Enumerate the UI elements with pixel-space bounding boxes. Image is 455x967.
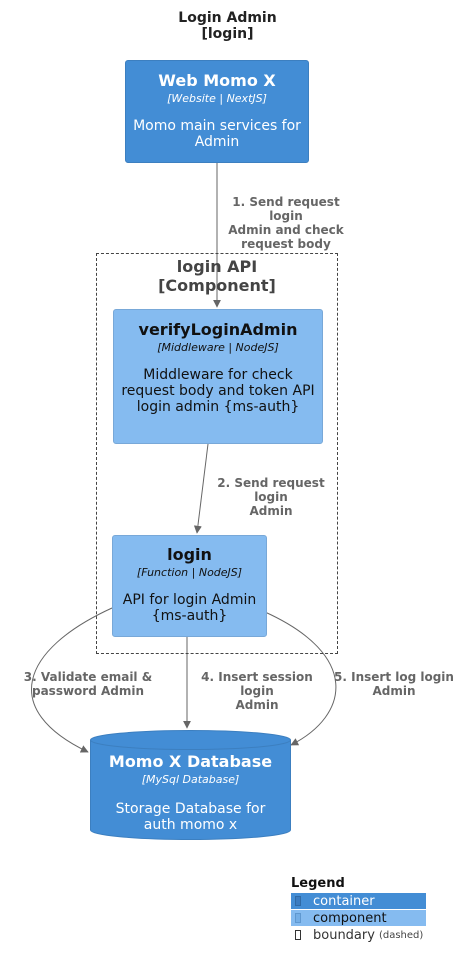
verify-login-admin-desc: Middleware for check request body and to… [121, 367, 315, 415]
boundary-label-line1: login API [176, 257, 258, 276]
momo-x-database-node[interactable] [90, 730, 291, 840]
legend-boundary-label: boundary [313, 927, 375, 943]
legend-container-swatch [295, 896, 301, 906]
login-tech: [Function | NodeJS] [136, 566, 243, 579]
database-desc: Storage Database for auth momo x [115, 801, 266, 833]
edge-1-label-line1: 1. Send request login [232, 195, 340, 223]
verify-login-admin-name: verifyLoginAdmin [138, 320, 298, 339]
login-name: login [167, 545, 212, 564]
edge-2-label: 2. Send request login Admin [201, 476, 341, 518]
edge-4-label: 4. Insert session login Admin [184, 670, 330, 712]
legend-container-label: container [313, 893, 375, 909]
web-momo-x-node[interactable]: Web Momo X [Website | NextJS] Momo main … [125, 60, 309, 163]
verify-login-admin-node[interactable]: verifyLoginAdmin [Middleware | NodeJS] M… [113, 309, 323, 444]
login-desc: API for login Admin {ms-auth} [122, 592, 257, 624]
edge-1-label-line3: request body [241, 237, 331, 251]
web-momo-x-name: Web Momo X [158, 71, 276, 90]
verify-login-admin-tech: [Middleware | NodeJS] [157, 341, 279, 354]
legend-component-label: component [313, 910, 387, 926]
edge-3-label-line1: 3. Validate email & [23, 670, 153, 684]
edge-3-line [31, 607, 113, 753]
web-momo-x-desc: Momo main services for Admin [133, 118, 301, 150]
legend-title: Legend [291, 876, 345, 891]
diagram-title-line1: Login Admin [178, 10, 277, 26]
legend-boundary-row: boundary (dashed) [291, 927, 426, 943]
edge-4-label-line1: 4. Insert session login [201, 670, 313, 698]
legend-component-row: component [291, 910, 426, 926]
boundary-label-line2: [Component] [158, 276, 276, 295]
web-momo-x-tech: [Website | NextJS] [167, 92, 267, 105]
edge-2-line [193, 443, 209, 534]
legend-component-swatch [295, 913, 301, 923]
edge-5-label: 5. Insert log login Admin [334, 670, 454, 698]
momo-x-database-text: Momo X Database [MySql Database] Storage… [90, 752, 291, 833]
legend-container-row: container [291, 893, 426, 909]
diagram-title-line2: [login] [201, 26, 254, 42]
edge-3-label-line2: password Admin [31, 684, 145, 698]
edge-2-label-line2: Admin [249, 504, 293, 518]
edge-1-label: 1. Send request login Admin and check re… [214, 195, 358, 251]
database-name: Momo X Database [108, 752, 273, 771]
database-cylinder-shape [90, 730, 291, 840]
legend: Legend container component boundary (das… [291, 876, 431, 943]
edge-5-line [264, 611, 337, 746]
edge-3-label: 3. Validate email & password Admin [20, 670, 156, 698]
database-tech: [MySql Database] [141, 773, 240, 786]
edge-1-label-line2: Admin and check [228, 223, 344, 237]
login-api-boundary [96, 253, 338, 654]
legend-boundary-swatch [295, 930, 301, 940]
edge-4-label-line2: Admin [235, 698, 279, 712]
edge-5-label-line2: Admin [372, 684, 416, 698]
login-node[interactable]: login [Function | NodeJS] API for login … [112, 535, 267, 637]
login-api-boundary-label: login API [Component] [96, 257, 338, 295]
legend-boundary-note: (dashed) [378, 929, 424, 941]
diagram-title: Login Admin [login] [0, 10, 455, 42]
edge-5-label-line1: 5. Insert log login [334, 670, 454, 684]
edge-2-label-line1: 2. Send request login [217, 476, 325, 504]
